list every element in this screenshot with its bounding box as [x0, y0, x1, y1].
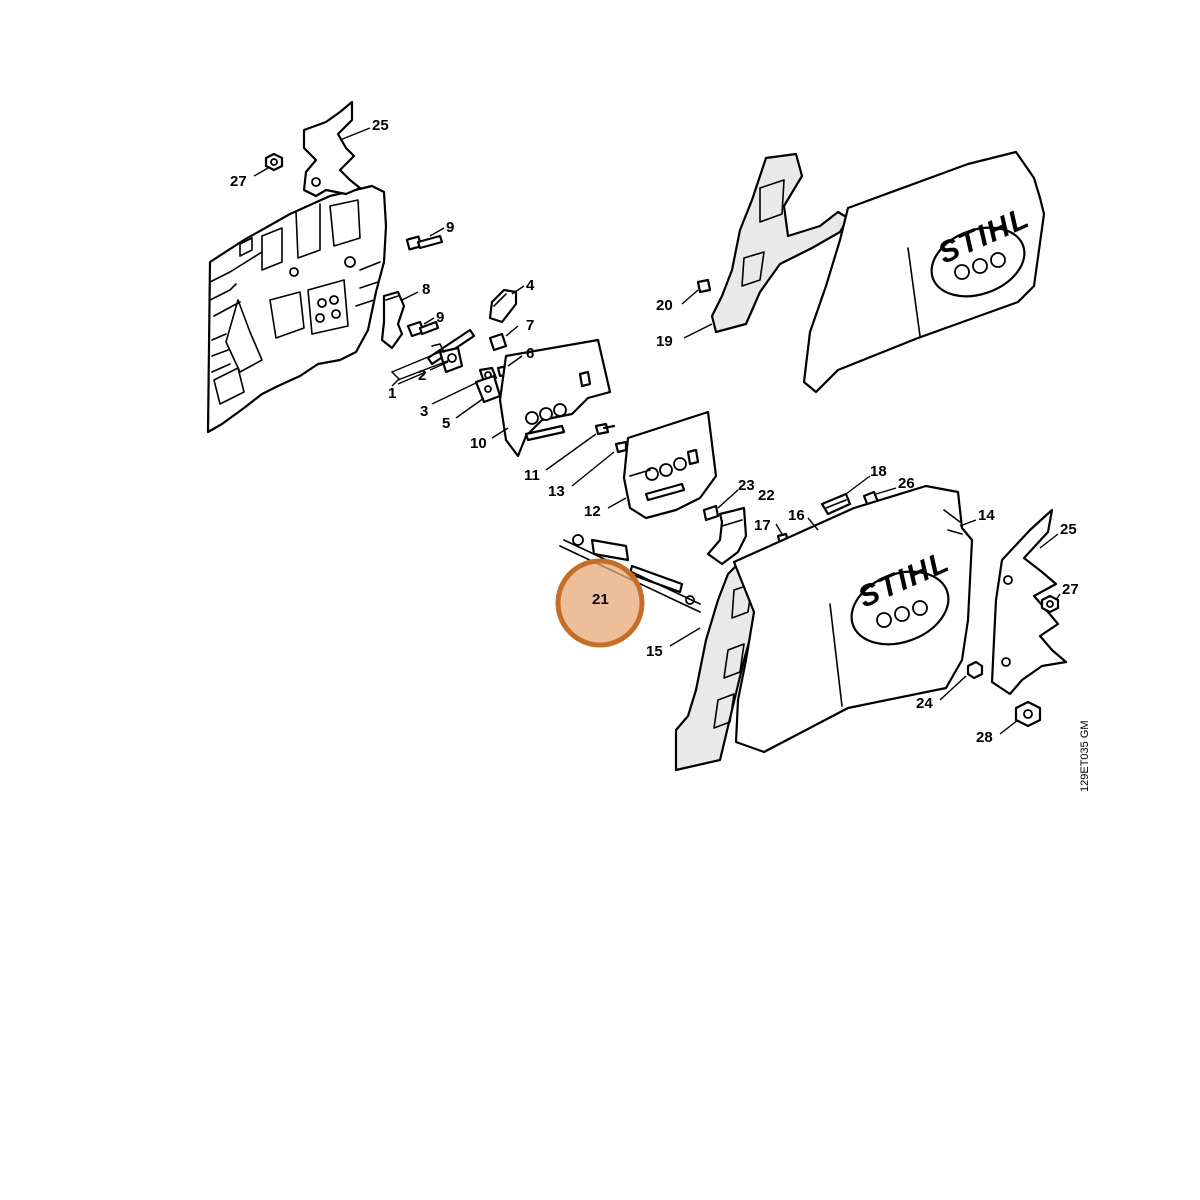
highlight-circle-21: [555, 558, 645, 648]
callout-5: 5: [442, 415, 450, 432]
callout-21: 21: [592, 591, 609, 608]
clip-7: [488, 332, 508, 352]
callout-10: 10: [470, 435, 487, 452]
callout-17: 17: [754, 517, 771, 534]
callout-16: 16: [788, 507, 805, 524]
chain-guide-19: [710, 152, 850, 334]
screw-20: [696, 278, 712, 294]
callout-labels: 25 27 9 8 9 4 7 6 2 1 3 5 10 11 13 12 23…: [230, 117, 1079, 746]
callout-1: 1: [388, 385, 396, 402]
bumper-spike-lower: [990, 508, 1068, 696]
callout-12: 12: [584, 503, 601, 520]
screw-23: [702, 504, 720, 522]
callout-11: 11: [524, 467, 540, 484]
callout-6: 6: [526, 345, 534, 362]
sprocket-cover-14: STIHL: [732, 484, 974, 754]
bumper-spike-upper: [302, 100, 362, 198]
callout-22: 22: [758, 487, 775, 504]
callout-9-lower: 9: [436, 309, 444, 326]
callout-2: 2: [418, 367, 426, 384]
callout-3: 3: [420, 403, 428, 420]
callout-27-upper: 27: [230, 173, 247, 190]
oil-pump-8: [380, 290, 406, 350]
chain-tensioner-2: [426, 328, 476, 374]
callout-8: 8: [422, 281, 430, 298]
callout-27-lower: 27: [1062, 581, 1079, 598]
callout-28: 28: [976, 729, 993, 746]
screw-9-lower: [406, 320, 440, 338]
bracket-4: [488, 288, 518, 324]
sprocket-cover-upper: STIHL: [802, 150, 1046, 394]
callout-24: 24: [916, 695, 933, 712]
callout-13: 13: [548, 483, 565, 500]
nut-27-lower: [1040, 594, 1060, 614]
callout-23: 23: [738, 477, 755, 494]
callout-9-upper: 9: [446, 219, 454, 236]
callout-7: 7: [526, 317, 534, 334]
engine-housing: [206, 184, 388, 434]
screw-9-upper: [405, 234, 444, 251]
side-plate-12: [622, 410, 718, 520]
nut-27-upper: [264, 152, 284, 172]
drawing-code: 129ET035 GM: [1079, 720, 1091, 792]
callout-15: 15: [646, 643, 663, 660]
callout-14: 14: [978, 507, 995, 524]
callout-26: 26: [898, 475, 915, 492]
pad-18: [820, 492, 852, 516]
screw-13: [614, 440, 628, 454]
nut-24: [966, 660, 984, 680]
callout-4: 4: [526, 277, 535, 294]
chain-catcher-22: [706, 506, 748, 566]
callout-25-lower: 25: [1060, 521, 1077, 538]
plate-5: [474, 374, 502, 404]
leader-lines: [253, 127, 1061, 735]
nut-28: [1014, 700, 1042, 728]
callout-18: 18: [870, 463, 887, 480]
screw-11: [594, 422, 616, 436]
callout-20: 20: [656, 297, 673, 314]
callout-25-upper: 25: [372, 117, 389, 134]
callout-19: 19: [656, 333, 673, 350]
side-plate-10: [498, 338, 612, 458]
